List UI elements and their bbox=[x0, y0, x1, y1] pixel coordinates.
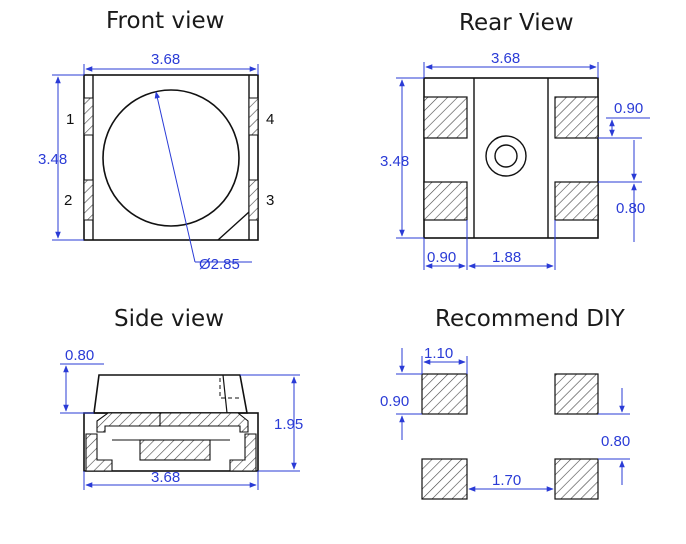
front-pin1-pad bbox=[83, 97, 94, 136]
front-pin3-pad bbox=[248, 179, 259, 221]
recommend-pad-spacing-label: 1.70 bbox=[492, 472, 521, 489]
front-height-label: 3.48 bbox=[38, 151, 67, 168]
recommend-pad-top-left bbox=[421, 373, 468, 415]
side-die-block bbox=[139, 439, 211, 461]
rear-pad-top-left bbox=[423, 96, 468, 139]
recommend-pad-bottom-left bbox=[421, 458, 468, 500]
side-leadframe-left bbox=[85, 433, 113, 472]
rear-pad-bottom-left bbox=[423, 181, 468, 221]
side-leadframe-right bbox=[229, 433, 257, 472]
front-diameter-label: Ø2.85 bbox=[199, 256, 240, 273]
front-pin1-label: 1 bbox=[66, 111, 74, 128]
rear-pad-gap-label: 0.80 bbox=[616, 200, 645, 217]
side-view-title: Side view bbox=[114, 306, 225, 332]
rear-pad-height-label: 0.90 bbox=[614, 100, 643, 117]
recommend-diy-title: Recommend DIY bbox=[435, 306, 625, 332]
front-pin3-label: 3 bbox=[266, 192, 274, 209]
recommend-pad-width-label: 1.10 bbox=[424, 345, 453, 362]
recommend-pad-bottom-right bbox=[554, 458, 599, 500]
front-corner-chamfer bbox=[217, 211, 250, 241]
rear-height-label: 3.48 bbox=[380, 153, 409, 170]
front-body-outline bbox=[83, 74, 259, 241]
side-width-label: 3.68 bbox=[151, 469, 180, 486]
recommend-pad-height-label: 0.90 bbox=[380, 393, 409, 410]
rear-body-outline bbox=[423, 77, 599, 239]
front-view-title: Front view bbox=[106, 8, 225, 34]
rear-center-ring-inner bbox=[494, 144, 518, 168]
side-height-label: 1.95 bbox=[274, 416, 303, 433]
rear-pad-spacing-label: 1.88 bbox=[492, 249, 521, 266]
side-leadframe-top bbox=[96, 412, 249, 433]
front-view: 1 2 3 4 3.68 3.48 Ø2.85 bbox=[38, 51, 274, 273]
rear-pad-top-right bbox=[554, 96, 599, 139]
front-diameter-line bbox=[154, 91, 196, 263]
rear-center-ring-outer bbox=[485, 135, 527, 177]
rear-view: 3.68 3.48 0.90 0.80 0.90 1.88 bbox=[380, 50, 650, 270]
recommend-view: 1.10 0.90 0.80 1.70 bbox=[380, 345, 630, 500]
rear-width-label: 3.68 bbox=[491, 50, 520, 67]
front-lens-circle bbox=[102, 89, 240, 227]
front-pin2-pad bbox=[83, 179, 94, 221]
recommend-pad-gap-label: 0.80 bbox=[601, 433, 630, 450]
rear-pad-width-label: 0.90 bbox=[427, 249, 456, 266]
side-view: 0.80 1.95 3.68 bbox=[60, 347, 303, 490]
rear-view-title: Rear View bbox=[459, 10, 574, 36]
front-pin2-label: 2 bbox=[64, 192, 72, 209]
front-pin4-pad bbox=[248, 97, 259, 136]
rear-pad-bottom-right bbox=[554, 181, 599, 221]
recommend-pad-top-right bbox=[554, 373, 599, 415]
side-top-offset-label: 0.80 bbox=[65, 347, 94, 364]
front-width-label: 3.68 bbox=[151, 51, 180, 68]
front-pin4-label: 4 bbox=[266, 111, 274, 128]
